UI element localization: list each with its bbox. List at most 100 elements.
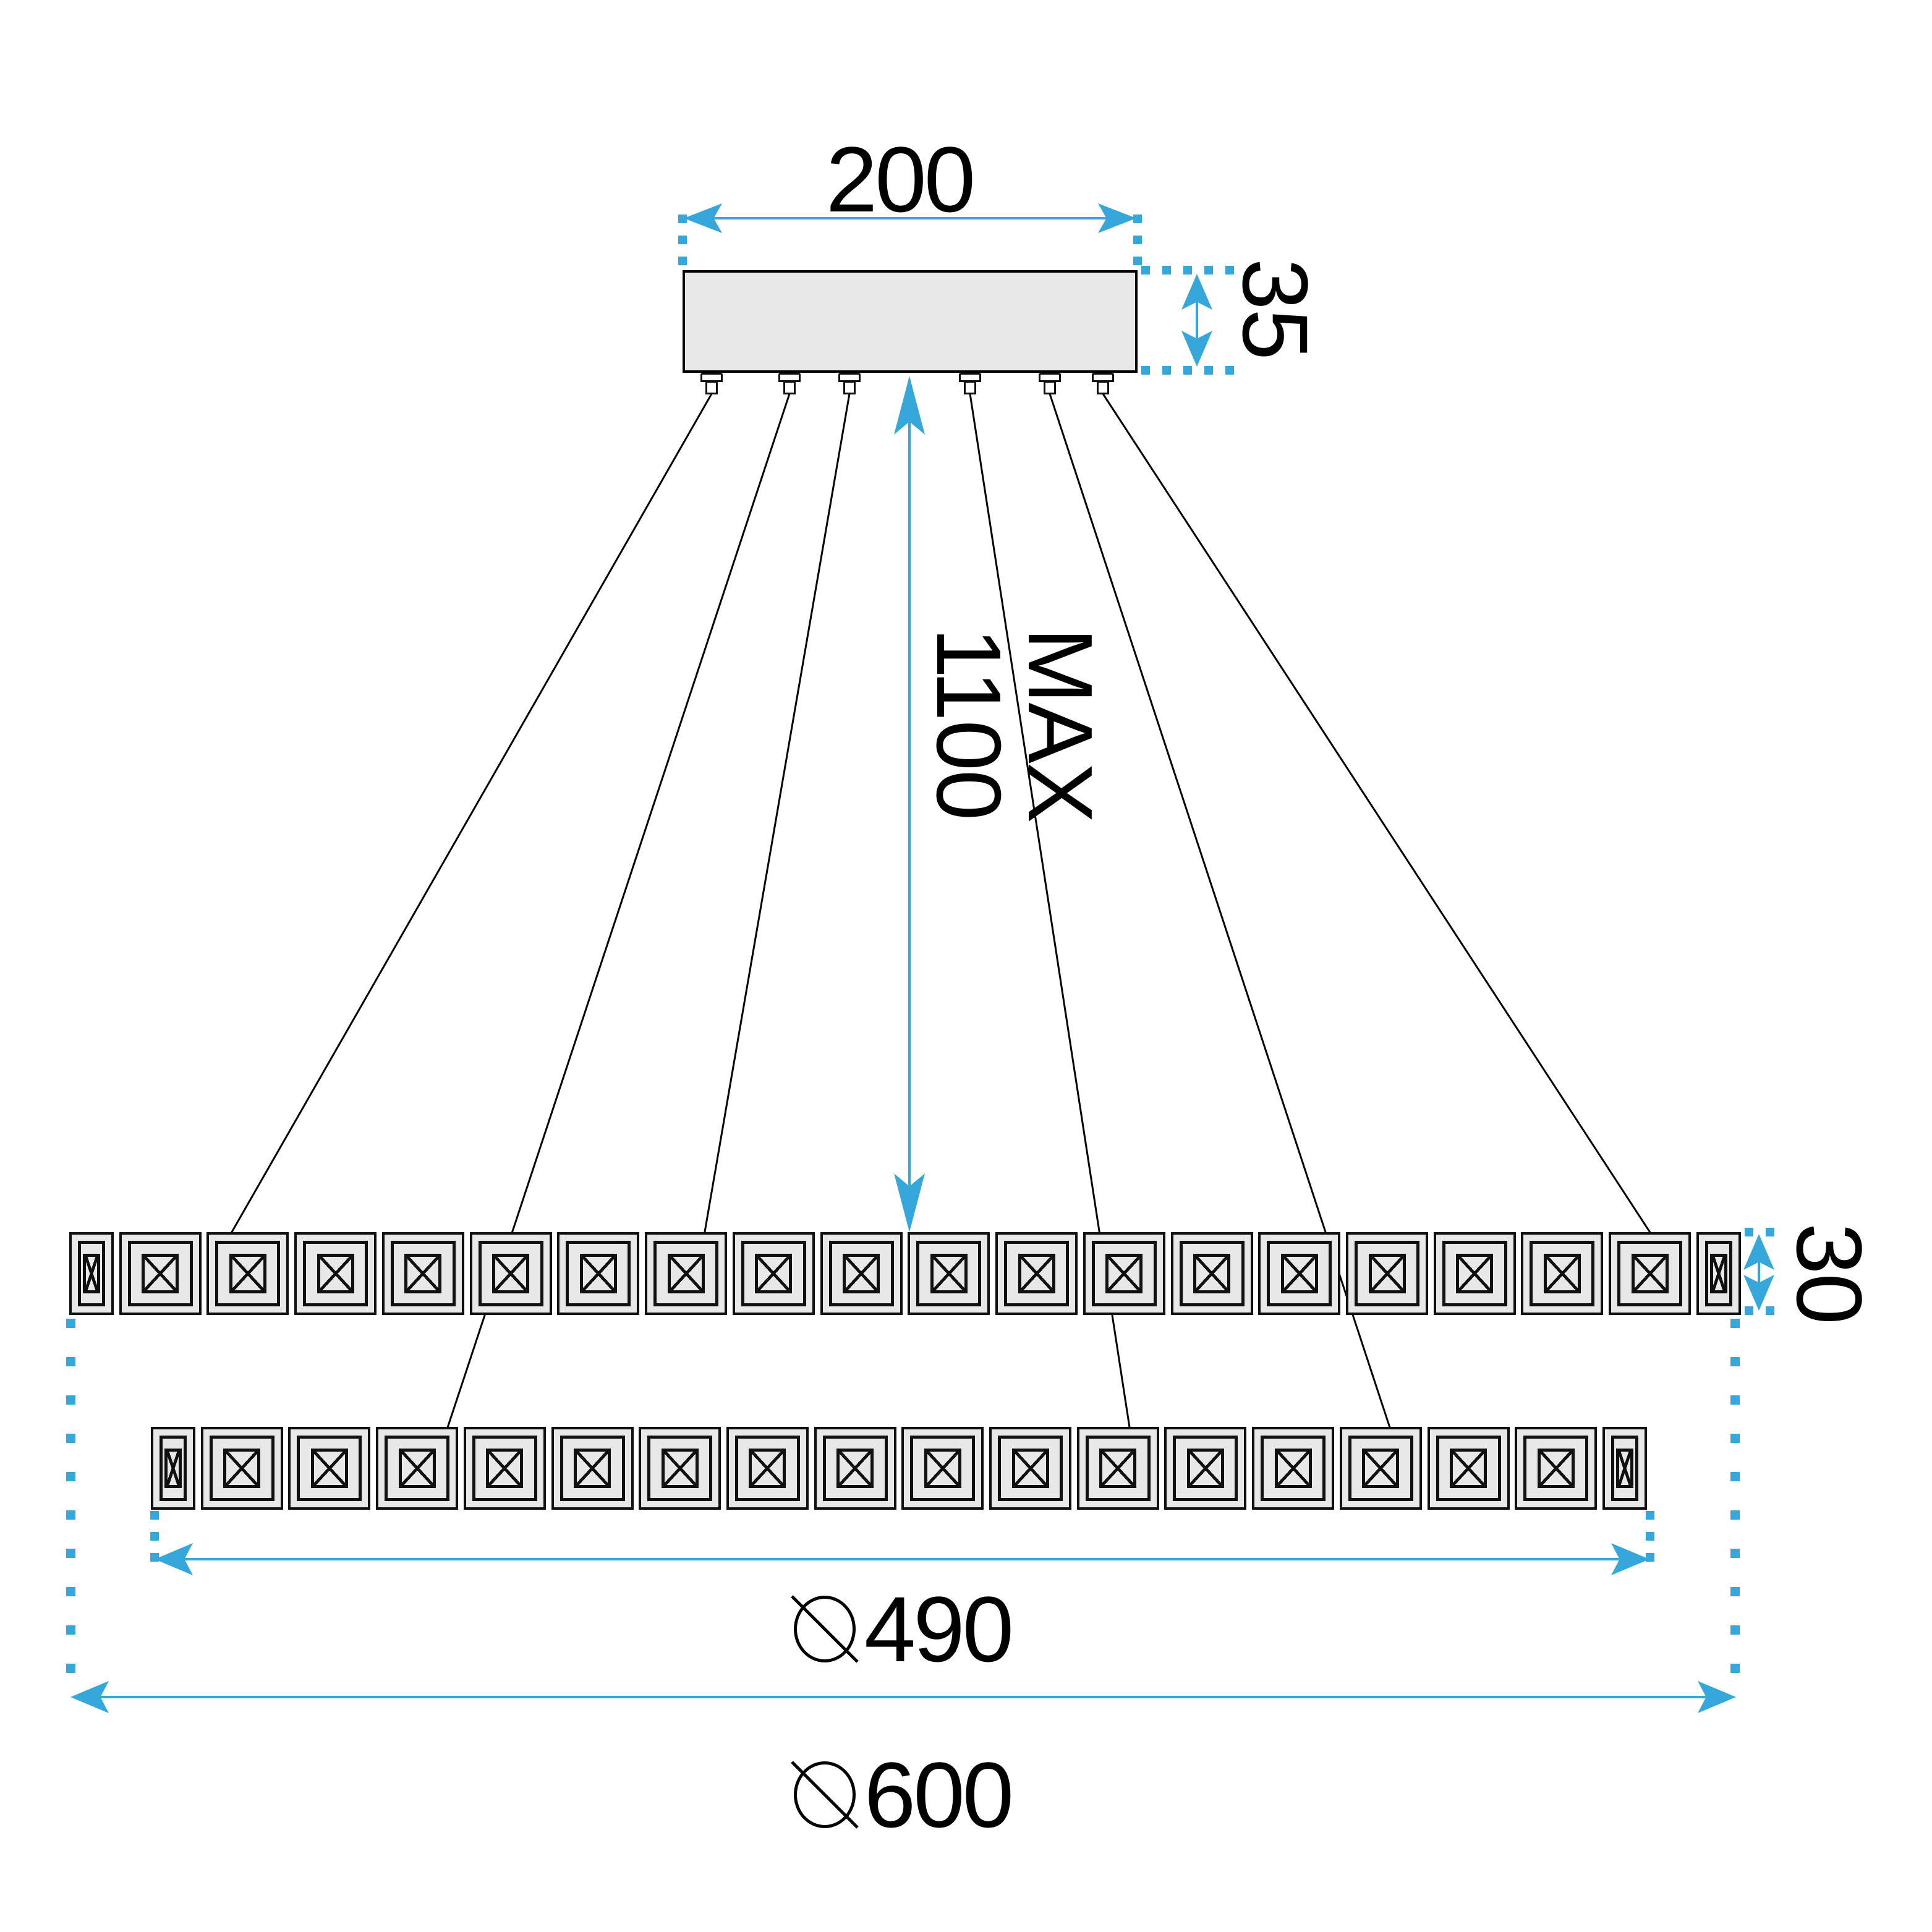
crystal-inner-frame xyxy=(647,1436,713,1501)
crystal-element xyxy=(1346,1232,1429,1315)
crystal-element xyxy=(381,1232,464,1315)
crystal-element xyxy=(901,1427,984,1510)
extension-line xyxy=(150,1511,159,1565)
crystal-facet-icon xyxy=(1456,1254,1494,1293)
dim-line xyxy=(78,1696,1730,1698)
crystal-inner-frame xyxy=(390,1241,456,1306)
crystal-inner-frame xyxy=(297,1436,362,1501)
crystal-element xyxy=(376,1427,459,1510)
extension-line xyxy=(1141,366,1234,375)
dim-line xyxy=(1758,1241,1760,1302)
crystal-element xyxy=(1258,1232,1341,1315)
crystal-inner-frame xyxy=(653,1241,719,1306)
crystal-facet-icon xyxy=(836,1449,874,1488)
hanger-tip xyxy=(1044,381,1056,394)
dim-line xyxy=(1196,281,1198,359)
crystal-element xyxy=(989,1427,1072,1510)
crystal-element xyxy=(206,1232,289,1315)
extension-line xyxy=(1745,1306,1781,1315)
crystal-facet-icon xyxy=(1537,1449,1575,1488)
crystal-facet-icon xyxy=(1615,1449,1633,1488)
crystal-inner-frame xyxy=(1617,1241,1683,1306)
inner-diameter-label: 490 xyxy=(680,1583,1125,1675)
hanger-tip xyxy=(843,381,856,394)
extension-line xyxy=(1745,1228,1781,1236)
crystal-inner-frame xyxy=(78,1241,105,1306)
crystal-element xyxy=(557,1232,640,1315)
crystal-inner-frame xyxy=(734,1436,800,1501)
crystal-element xyxy=(1521,1232,1604,1315)
crystal-inner-frame xyxy=(1261,1436,1326,1501)
crystal-facet-icon xyxy=(574,1449,611,1488)
extension-line xyxy=(1730,1319,1740,1698)
crystal-inner-frame xyxy=(215,1241,281,1306)
crystal-element xyxy=(1252,1427,1335,1510)
crystal-facet-icon xyxy=(1280,1254,1318,1293)
crystal-facet-icon xyxy=(223,1449,261,1488)
hanger-tip xyxy=(705,381,718,394)
crystal-facet-icon xyxy=(661,1449,699,1488)
crystal-element xyxy=(1427,1427,1510,1510)
crystal-facet-icon xyxy=(1011,1449,1049,1488)
crystal-inner-frame xyxy=(385,1436,450,1501)
crystal-facet-icon xyxy=(843,1254,880,1293)
crystal-facet-icon xyxy=(229,1254,266,1293)
crystal-element xyxy=(1170,1232,1253,1315)
crystal-element xyxy=(119,1232,202,1315)
crystal-facet-icon xyxy=(486,1449,524,1488)
crystal-inner-frame xyxy=(916,1241,982,1306)
suspension-wire xyxy=(1102,393,1653,1236)
crystal-inner-frame xyxy=(1267,1241,1332,1306)
crystal-inner-frame xyxy=(1704,1241,1732,1306)
crystal-inner-frame xyxy=(560,1436,625,1501)
crystal-element xyxy=(294,1232,377,1315)
crystal-element xyxy=(1339,1427,1422,1510)
crystal-inner-frame xyxy=(1530,1241,1595,1306)
crystal-facet-icon xyxy=(1368,1254,1406,1293)
outer-diameter-label: 600 xyxy=(680,1748,1125,1841)
crystal-facet-icon xyxy=(667,1254,705,1293)
crystal-element xyxy=(469,1232,552,1315)
hanger-tip xyxy=(783,381,796,394)
crystal-element xyxy=(551,1427,634,1510)
crystal-facet-icon xyxy=(1362,1449,1400,1488)
crystal-element xyxy=(995,1232,1078,1315)
lower-crystal-ring xyxy=(151,1427,1647,1510)
crystal-inner-frame xyxy=(160,1436,187,1501)
crystal-element xyxy=(645,1232,728,1315)
crystal-element xyxy=(726,1427,809,1510)
crystal-element xyxy=(1164,1427,1247,1510)
canopy-height-value: 35 xyxy=(1223,258,1327,359)
crystal-facet-icon xyxy=(1709,1254,1727,1293)
crystal-element xyxy=(200,1427,283,1510)
outer-diameter-value: 600 xyxy=(864,1743,1014,1847)
crystal-facet-icon xyxy=(1543,1254,1581,1293)
crystal-element xyxy=(463,1427,546,1510)
crystal-facet-icon xyxy=(1186,1449,1224,1488)
crystal-inner-frame xyxy=(1004,1241,1070,1306)
extension-line xyxy=(1646,1511,1654,1565)
crystal-facet-icon xyxy=(1099,1449,1137,1488)
crystal-inner-frame xyxy=(741,1241,806,1306)
crystal-facet-icon xyxy=(1274,1449,1312,1488)
dim-line xyxy=(692,217,1128,219)
crystal-element xyxy=(69,1232,114,1315)
crystal-element xyxy=(814,1427,896,1510)
suspension-wire xyxy=(703,393,851,1236)
suspension-wire xyxy=(229,393,713,1236)
crystal-element xyxy=(288,1427,371,1510)
crystal-facet-icon xyxy=(398,1449,436,1488)
crystal-element xyxy=(1602,1427,1647,1510)
extension-line xyxy=(678,215,687,270)
crystal-facet-icon xyxy=(317,1254,354,1293)
crystal-facet-icon xyxy=(1631,1254,1669,1293)
crystal-facet-icon xyxy=(1105,1254,1143,1293)
crystal-element xyxy=(1076,1427,1159,1510)
crystal-element xyxy=(1083,1232,1165,1315)
diameter-icon xyxy=(791,1595,859,1663)
crystal-facet-icon xyxy=(1018,1254,1055,1293)
crystal-facet-icon xyxy=(164,1449,182,1488)
crystal-inner-frame xyxy=(303,1241,368,1306)
